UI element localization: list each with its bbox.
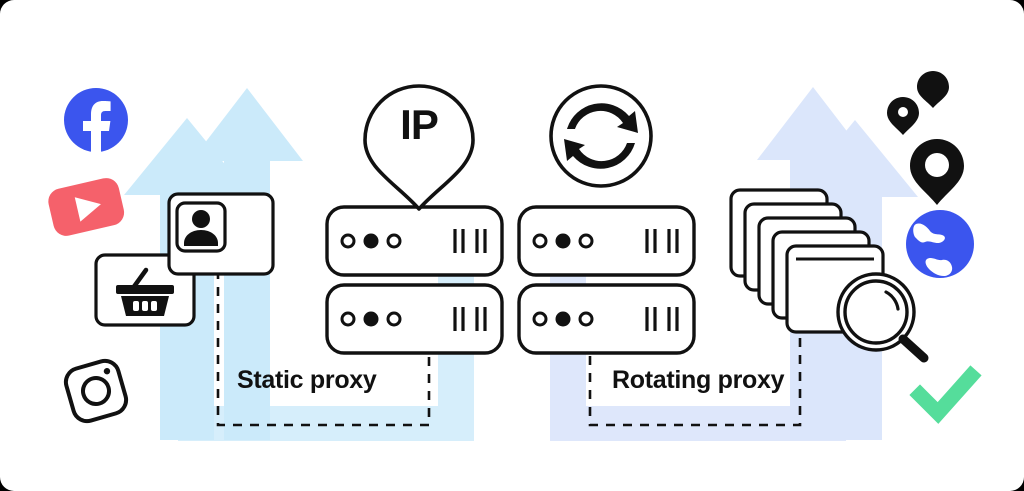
ip-pin-icon <box>363 84 475 211</box>
server-dot-hollow <box>340 311 356 327</box>
server-dot-hollow <box>532 233 548 249</box>
map-pin-small-icon <box>887 97 919 135</box>
static-server-top <box>325 205 504 277</box>
map-pin-medium-icon <box>917 71 949 108</box>
map-pin-large-icon <box>910 139 964 205</box>
server-vent-bars <box>453 229 487 253</box>
ip-pin-label: IP <box>400 101 439 148</box>
server-dot-filled <box>555 311 571 327</box>
server-dot-hollow <box>578 311 594 327</box>
server-dot-filled <box>363 233 379 249</box>
profile-card-icon <box>167 192 275 276</box>
youtube-icon <box>48 178 125 236</box>
server-vent-bars <box>453 307 487 331</box>
server-dot-filled <box>555 233 571 249</box>
rotating-server-top <box>517 205 696 277</box>
server-dot-filled <box>363 311 379 327</box>
server-dot-hollow <box>532 311 548 327</box>
check-icon <box>909 365 982 424</box>
shopping-basket-card-icon <box>94 253 196 327</box>
refresh-circle-icon <box>549 84 653 188</box>
globe-icon <box>906 210 974 278</box>
magnifier-icon <box>836 272 929 363</box>
server-vent-bars <box>645 229 679 253</box>
server-dot-hollow <box>578 233 594 249</box>
static-dashed-connector <box>216 270 431 427</box>
server-vent-bars <box>645 307 679 331</box>
server-dot-hollow <box>340 233 356 249</box>
rotating-dashed-connector <box>588 305 802 427</box>
server-dot-hollow <box>386 233 402 249</box>
instagram-camera-icon <box>63 358 129 424</box>
shopping-basket-icon <box>116 267 174 316</box>
rotating-proxy-label: Rotating proxy <box>612 366 785 394</box>
profile-avatar-icon <box>184 210 218 246</box>
static-server-bottom <box>325 283 504 355</box>
server-dot-hollow <box>386 311 402 327</box>
rotating-server-bottom <box>517 283 696 355</box>
static-proxy-label: Static proxy <box>237 366 377 394</box>
facebook-icon <box>64 88 128 153</box>
stacked-cards-icon <box>729 188 885 334</box>
